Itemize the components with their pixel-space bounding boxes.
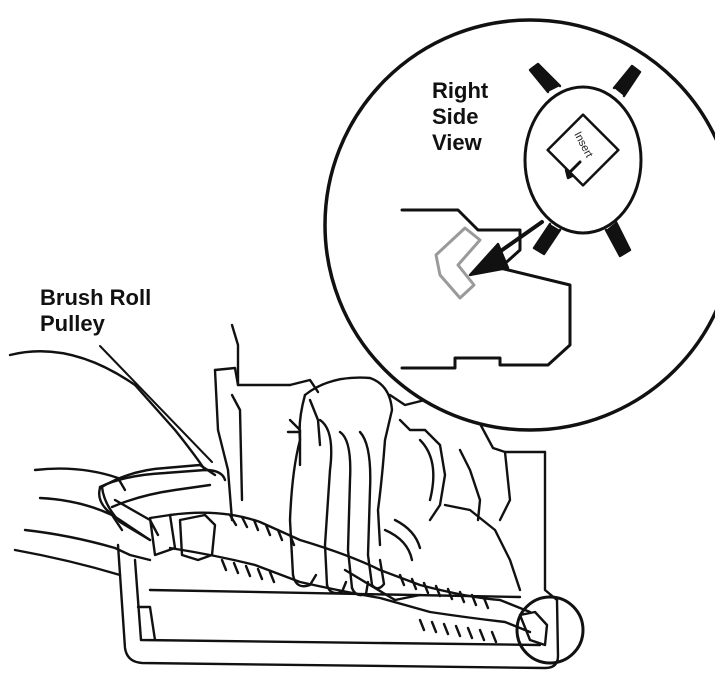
pulley-label-line-1: Brush Roll bbox=[40, 285, 152, 310]
view-label-line-2: Side bbox=[432, 104, 479, 129]
brush-roll bbox=[148, 511, 532, 644]
brush-roll-pulley-label: Brush Roll Pulley bbox=[40, 285, 151, 337]
left-hand bbox=[8, 350, 217, 577]
pulley-label-line-2: Pulley bbox=[40, 311, 105, 336]
motor-housing bbox=[213, 323, 522, 592]
callout-circle bbox=[323, 18, 715, 432]
right-side-view-label: Right Side View bbox=[432, 78, 488, 156]
view-label-line-1: Right bbox=[432, 78, 489, 103]
drive-belt bbox=[98, 468, 227, 542]
vacuum-base bbox=[116, 450, 560, 670]
view-label-line-3: View bbox=[432, 130, 482, 155]
right-hand bbox=[288, 376, 394, 597]
brush-roll-end-cap bbox=[515, 595, 585, 665]
end-cap-detail bbox=[523, 62, 643, 258]
pulley-leader-line bbox=[99, 345, 213, 463]
base-slot-detail bbox=[400, 208, 572, 370]
